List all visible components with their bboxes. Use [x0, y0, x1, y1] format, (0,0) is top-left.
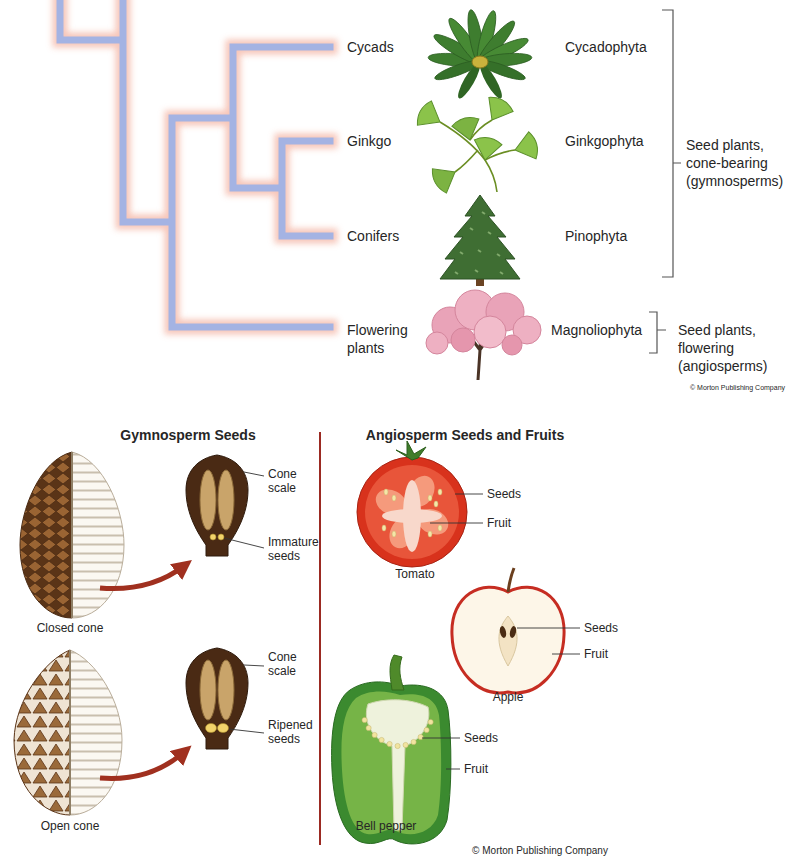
ginkgo-illustration [414, 94, 541, 196]
part-label: Fruit [464, 762, 488, 776]
specimen-label: Tomato [395, 567, 434, 581]
part-label: Seeds [464, 731, 498, 745]
bracket-label: Seed plants, flowering (angiosperms) [678, 321, 788, 375]
tomato-illustration [357, 441, 483, 567]
cycad-cone [472, 56, 488, 68]
part-label: Fruit [584, 647, 608, 661]
apple-seed [499, 626, 507, 639]
seed-wing [218, 470, 234, 530]
apple-core [499, 616, 517, 666]
flowering-tree-illustration [426, 290, 541, 380]
conifer-highlight [455, 212, 503, 274]
immature-seed [218, 534, 224, 540]
blossom-cluster [426, 332, 448, 354]
ginkgo-leaf [480, 94, 515, 127]
cone-scale [186, 648, 248, 749]
cone-scale [186, 455, 248, 556]
division-label: Magnoliophyta [551, 321, 642, 339]
cycad-illustration [428, 9, 533, 101]
blossom-cluster [451, 328, 475, 352]
pointer-arrow [100, 752, 184, 778]
closed-cone-illustration [20, 452, 124, 618]
pointer-arrow [100, 566, 184, 589]
bracket-label: Seed plants, cone-bearing (gymnosperms) [686, 136, 796, 190]
cone-scales [20, 452, 72, 618]
immature-seed [210, 534, 216, 540]
part-label: Cone scale [268, 467, 308, 495]
conifer-illustration [440, 195, 520, 286]
tree-branch [60, 0, 330, 327]
panel-heading: Gymnosperm Seeds [120, 426, 255, 444]
ripened-seed [206, 724, 217, 733]
ginkgo-leaf [511, 131, 540, 164]
specimen-label: Bell pepper [356, 819, 417, 833]
division-label: Cycadophyta [565, 38, 647, 56]
group-bracket [649, 312, 666, 353]
conifer-foliage [440, 195, 520, 279]
panel-divider [319, 432, 321, 845]
leader-line [229, 665, 264, 733]
part-label: Cone scale [268, 650, 308, 678]
pepper-skin [332, 682, 451, 844]
part-label: Seeds [487, 487, 521, 501]
part-label: Fruit [487, 516, 511, 530]
cone-scale-illustration [186, 455, 264, 556]
leader-line [422, 738, 460, 769]
cone-section [70, 650, 122, 815]
ginkgo-leaf [414, 99, 447, 134]
pepper-seeds [362, 717, 433, 748]
blossom-cluster [474, 316, 506, 348]
pepper-wall [341, 692, 441, 835]
tomato-core [382, 509, 442, 523]
apple-seed [509, 626, 517, 639]
cladogram [60, 0, 330, 327]
apple-flesh [452, 587, 564, 693]
cone-scale-illustration [186, 648, 264, 749]
tomato-flesh [365, 465, 459, 559]
leader-line [517, 628, 580, 654]
group-bracket [662, 10, 681, 277]
ginkgo-leaf [429, 160, 462, 195]
seed-wing [200, 660, 216, 720]
taxon-label: Flowering plants [347, 321, 427, 357]
specimen-label: Closed cone [37, 621, 104, 635]
taxon-label: Conifers [347, 227, 399, 245]
tomato-skin [357, 457, 467, 567]
apple-illustration [452, 568, 580, 693]
copyright-note: © Morton Publishing Company [690, 383, 785, 392]
blossom-cluster [502, 335, 522, 355]
part-label: Ripened seeds [268, 718, 330, 746]
tomato-seeds [382, 489, 442, 537]
part-label: Immature seeds [268, 535, 330, 563]
leader-line [224, 472, 264, 548]
branch-glow [60, 0, 330, 327]
panel-heading: Angiosperm Seeds and Fruits [366, 426, 564, 444]
taxon-label: Ginkgo [347, 132, 391, 150]
cone-axis [71, 452, 73, 618]
seed-wing [200, 470, 216, 530]
ginkgo-leaf [471, 135, 502, 162]
open-cone-illustration [14, 650, 122, 815]
leader-line [430, 494, 483, 523]
bell-pepper-illustration [332, 655, 460, 844]
cone-scales [14, 650, 70, 815]
apple-stem [508, 568, 514, 592]
part-label: Seeds [584, 621, 618, 635]
division-label: Pinophyta [565, 227, 627, 245]
ripened-seed [218, 724, 229, 733]
copyright-note: © Morton Publishing Company [472, 845, 608, 857]
division-label: Ginkgophyta [565, 132, 644, 150]
cone-section [72, 452, 124, 618]
specimen-label: Apple [493, 690, 524, 704]
pepper-placenta [366, 700, 429, 830]
tomato-calyx [396, 441, 426, 460]
cone-axis [69, 650, 71, 815]
pepper-stem [390, 655, 404, 690]
seed-wing [218, 660, 234, 720]
taxon-label: Cycads [347, 38, 394, 56]
specimen-label: Open cone [41, 819, 100, 833]
